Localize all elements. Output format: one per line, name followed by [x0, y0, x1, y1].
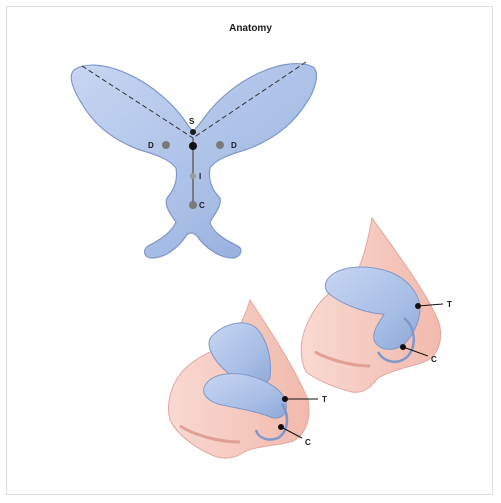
label-i: I: [199, 172, 201, 181]
label-d-left: D: [148, 141, 154, 150]
point-center: [189, 142, 197, 150]
point-s: [190, 129, 196, 135]
label-d-right: D: [231, 141, 237, 150]
label-c-top: C: [199, 201, 205, 210]
top-view-diagram: S D D I C: [71, 62, 316, 258]
lateral-view-upper: T C: [301, 218, 452, 392]
lateral-view-lower: T C: [169, 300, 328, 458]
label-t-upper: T: [447, 300, 452, 309]
label-c-lower: C: [305, 438, 311, 447]
label-t-lower: T: [322, 395, 327, 404]
point-i: [190, 173, 196, 179]
point-d-left: [162, 141, 170, 149]
label-s: S: [189, 117, 195, 126]
point-d-right: [216, 141, 224, 149]
point-c: [189, 201, 197, 209]
label-c-upper: C: [431, 355, 437, 364]
